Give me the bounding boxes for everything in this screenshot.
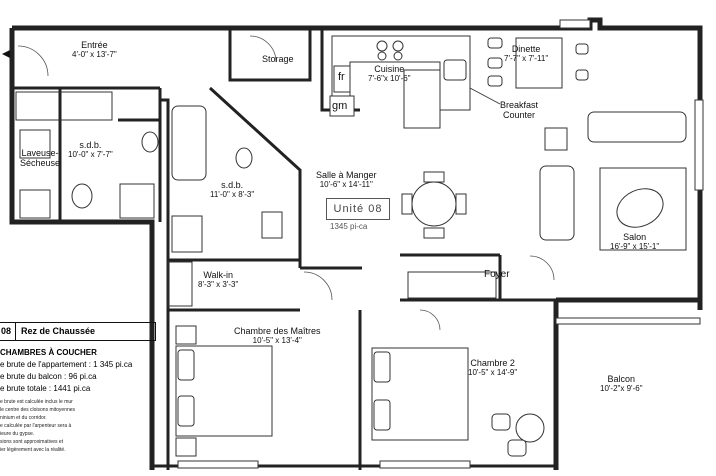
legend-note: sions sont approximatives et — [0, 439, 64, 445]
legend-line-1: e brute de l'appartement : 1 345 pi.ca — [0, 360, 133, 369]
dining-table — [401, 171, 467, 239]
room-foyer: Foyer — [484, 269, 510, 280]
closets — [15, 91, 497, 307]
room-storage: Storage — [262, 54, 294, 64]
legend-panel: 08 Rez de Chaussée CHAMBRES À COUCHER e b… — [0, 322, 158, 470]
legend-notes: e brute est calculée inclus le mur le ce… — [0, 398, 120, 454]
legend-note: e calculée par l'arpenteur sera à — [0, 423, 72, 429]
room-fr: fr — [338, 71, 345, 83]
legend-line-2: e brute du balcon : 96 pi.ca — [0, 372, 97, 381]
balcony-furniture — [491, 413, 545, 457]
room-sdb-2: s.d.b.11'-0" x 8'-3" — [210, 180, 255, 199]
windows — [177, 19, 704, 469]
room-laveuse: Laveuse-Sécheuse — [20, 148, 61, 168]
legend-line-3: e brute totale : 1441 pi.ca — [0, 384, 91, 393]
unit-label: Unité 08 — [326, 198, 390, 220]
leader-line — [469, 87, 501, 105]
legend-note: e brute est calculée inclus le mur — [0, 399, 73, 405]
bath-fixtures — [19, 105, 283, 253]
dinette-table — [487, 37, 589, 89]
door-swings — [17, 35, 555, 331]
legend-note: ier légèrement avec la réalité. — [0, 447, 66, 453]
legend-note: ninium et du corridor. — [0, 415, 47, 421]
salon-furniture — [539, 111, 687, 251]
legend-title: Rez de Chaussée — [21, 326, 96, 336]
interior-walls — [12, 28, 556, 470]
room-sdb-1: s.d.b.10'-0" x 7'-7" — [68, 140, 113, 159]
kitchen-counter — [329, 35, 471, 129]
legend-note: ieure du gypse. — [0, 431, 35, 437]
master-bed — [175, 325, 273, 457]
legend-subtitle: CHAMBRES À COUCHER — [0, 348, 97, 357]
second-bed — [371, 347, 469, 441]
legend-header: 08 Rez de Chaussée — [0, 322, 156, 341]
unit-area: 1345 pi-ca — [330, 222, 368, 231]
legend-note: le centre des cloisons mitoyennes — [0, 407, 76, 413]
entry-arrow-icon — [2, 50, 10, 58]
legend-unit-number: 08 — [0, 323, 16, 340]
room-gm: gm — [332, 100, 348, 112]
